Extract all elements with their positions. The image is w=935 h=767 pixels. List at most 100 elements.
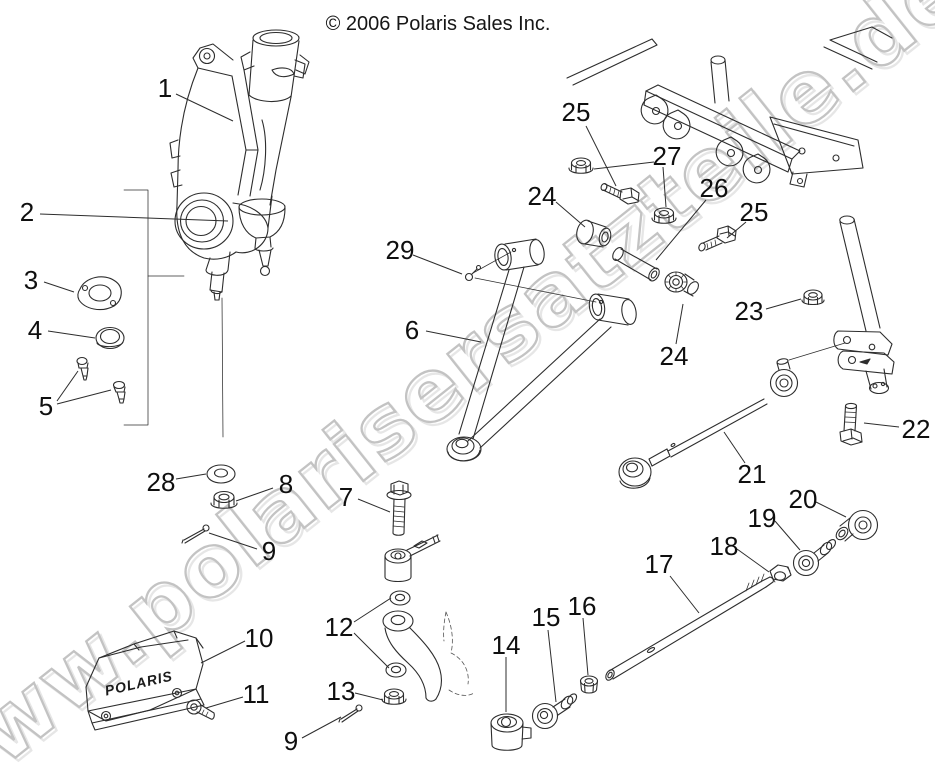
part-number-label: 6 — [405, 315, 419, 345]
callout-25: 25 — [726, 197, 769, 239]
callout-9: 9 — [284, 716, 342, 756]
flange-nut-part-27b — [651, 207, 677, 224]
leader-line — [547, 629, 557, 703]
steering-post — [833, 215, 895, 395]
callout-9: 9 — [208, 532, 276, 566]
hex-nut-part-16 — [579, 675, 599, 694]
part-number-label: 8 — [279, 469, 293, 499]
part-number-label: 25 — [740, 197, 769, 227]
frame-assembly — [566, 26, 893, 188]
part-number-label: 7 — [339, 482, 353, 512]
part-number-label: 16 — [568, 591, 597, 621]
leader-line — [585, 125, 617, 187]
leader-line — [39, 213, 229, 222]
callout-24: 24 — [528, 181, 586, 228]
callout-23: 23 — [735, 296, 802, 326]
part-number-label: 19 — [748, 503, 777, 533]
leader-line — [863, 422, 900, 428]
rod-end-part-14 — [490, 713, 532, 751]
part-number-label: 12 — [325, 612, 354, 642]
part-number-label: 28 — [147, 467, 176, 497]
part-number-label: 3 — [24, 265, 38, 295]
steering-rod-part-17 — [605, 573, 774, 681]
leader-line — [655, 199, 707, 261]
leader-line — [774, 520, 801, 551]
ball-joint-part-19 — [792, 539, 837, 577]
callout-16: 16 — [568, 591, 597, 676]
callout-22: 22 — [863, 414, 930, 444]
grease-fitting-part-29 — [464, 251, 597, 303]
tie-rod-end-inner — [384, 534, 441, 583]
part-number-label: 29 — [386, 235, 415, 265]
bushing-part-24b — [664, 271, 700, 297]
a-arm-part-6 — [446, 238, 637, 462]
part-number-label: 4 — [28, 315, 42, 345]
seal-ring-part-4 — [95, 326, 125, 350]
flange-nut-part-8 — [210, 490, 238, 509]
gasket-plate-part-3 — [77, 276, 122, 311]
hex-nut-part-18 — [769, 564, 792, 583]
screw-part-11 — [186, 699, 215, 720]
tie-rod-part-21 — [618, 342, 846, 489]
part-number-label: 17 — [645, 549, 674, 579]
callout-7: 7 — [339, 482, 391, 513]
part-number-label: 11 — [243, 679, 270, 709]
callout-10: 10 — [200, 623, 274, 664]
ball-joint-part-15 — [531, 693, 578, 730]
pivot-bolt-part-25a — [600, 182, 640, 205]
callout-19: 19 — [748, 503, 801, 551]
part-number-label: 9 — [262, 536, 276, 566]
part-number-label: 18 — [710, 531, 739, 561]
cotter-pin-9a — [181, 524, 210, 544]
callout-18: 18 — [710, 531, 770, 573]
spacer-sleeve-part-26 — [612, 246, 660, 282]
leader-line — [593, 161, 655, 170]
flange-nut-part-27a — [568, 157, 594, 174]
cotter-pin-9b — [338, 704, 363, 723]
part-number-label: 24 — [528, 181, 557, 211]
part-number-label: 2 — [20, 197, 34, 227]
leader-line — [669, 575, 700, 614]
callout-2: 2 — [20, 197, 229, 227]
leader-line — [675, 303, 684, 345]
leader-line — [175, 473, 207, 480]
copyright-text: © 2006 Polaris Sales Inc. — [326, 13, 551, 35]
callout-28: 28 — [147, 467, 207, 497]
callout-13: 13 — [327, 676, 384, 706]
callout-27: 27 — [593, 141, 682, 208]
leader-line — [56, 389, 112, 405]
leader-line — [353, 597, 392, 623]
flange-bolt-part-7 — [386, 480, 412, 536]
leader-line — [412, 254, 463, 275]
leader-line — [47, 330, 96, 339]
part-number-label: 27 — [653, 141, 682, 171]
callout-14: 14 — [492, 630, 520, 712]
callout-17: 17 — [645, 549, 700, 614]
leader-line — [555, 201, 586, 228]
leader-line — [765, 298, 802, 310]
leader-line — [301, 716, 342, 739]
callout-5: 5 — [39, 370, 112, 421]
callout-3: 3 — [24, 265, 75, 295]
assembly-bracket-lines — [123, 189, 224, 438]
part-number-label: 10 — [245, 623, 274, 653]
pivot-bolt-part-25b — [698, 225, 737, 252]
lock-nut-part-23 — [801, 289, 825, 306]
part-number-label: 26 — [700, 173, 729, 203]
leader-line — [208, 532, 258, 550]
part-number-label: 24 — [660, 341, 689, 371]
bushing-part-24a — [576, 219, 612, 248]
steering-knuckle-part-1 — [169, 29, 310, 301]
callout-11: 11 — [205, 679, 270, 709]
callout-24: 24 — [660, 303, 689, 371]
callout-29: 29 — [386, 235, 463, 275]
leader-line — [175, 93, 234, 122]
washers-part-12 — [385, 590, 411, 678]
part-number-label: 23 — [735, 296, 764, 326]
leader-line — [582, 617, 589, 676]
leader-line — [205, 696, 244, 709]
washer-part-28 — [206, 464, 236, 484]
